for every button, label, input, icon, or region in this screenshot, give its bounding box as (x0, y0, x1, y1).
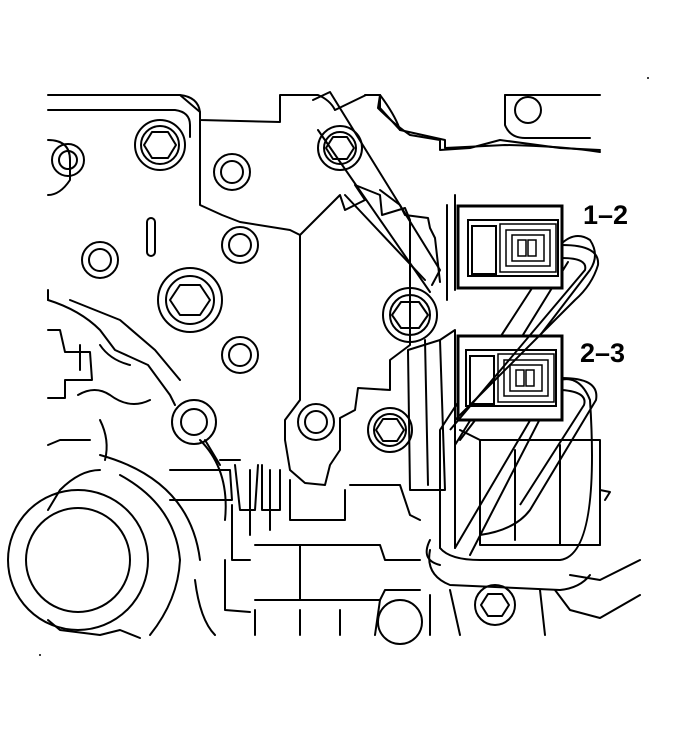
hex-bolt-icon (474, 584, 516, 626)
hex-bolt-icon (157, 267, 223, 333)
round-hole-icon (514, 96, 542, 124)
round-hole-icon (51, 143, 85, 177)
round-hole-icon (377, 599, 423, 645)
large-bore (7, 439, 201, 636)
solenoid-connector-icon (456, 204, 564, 290)
solenoid-1-2-label: 1–2 (583, 200, 629, 230)
hex-bolt-icon (317, 125, 363, 171)
round-hole-icon (297, 403, 335, 441)
strap-bracket (407, 329, 456, 491)
speck (39, 654, 41, 656)
round-hole-icon (171, 399, 217, 445)
hex-bolt-icon (134, 119, 186, 171)
round-hole-icon (81, 241, 119, 279)
hex-bolt-icon (367, 407, 413, 453)
solenoid-2-3-label: 2–3 (580, 338, 626, 368)
round-hole-icon (221, 336, 259, 374)
solenoid-wires (449, 244, 600, 536)
mounting-rail (312, 91, 441, 293)
speck (647, 77, 649, 79)
valve-channels (169, 439, 641, 636)
round-hole-icon (221, 226, 259, 264)
cover-plate (47, 119, 411, 486)
slot (146, 217, 156, 257)
solenoid-connector-icon (456, 334, 564, 422)
hex-bolt-icon (382, 287, 438, 343)
casting-details (77, 344, 151, 461)
round-hole-icon (213, 153, 251, 191)
